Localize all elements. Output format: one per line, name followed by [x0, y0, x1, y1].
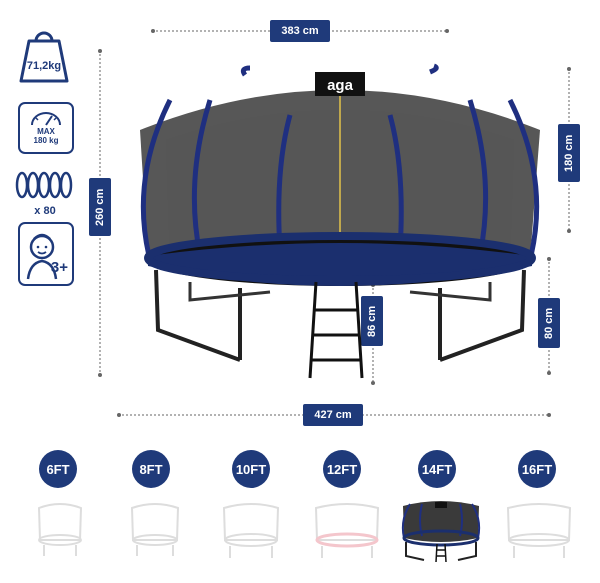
- trampoline-illustration: aga: [140, 63, 540, 379]
- total-height-badge: 260 cm: [89, 178, 111, 236]
- thumb-8ft[interactable]: [130, 500, 180, 560]
- size-12ft[interactable]: 12FT: [323, 450, 361, 488]
- thumb-16ft[interactable]: [506, 500, 572, 562]
- size-8ft[interactable]: 8FT: [132, 450, 170, 488]
- age-value: 3+: [50, 259, 68, 276]
- max-load-label: MAX: [37, 127, 55, 136]
- scale-icon: [31, 112, 61, 126]
- child-icon: [26, 233, 58, 280]
- springs-spec: x 80: [14, 170, 76, 218]
- size-10ft[interactable]: 10FT: [232, 450, 270, 488]
- weight-icon: [19, 31, 69, 83]
- net-height-badge: 180 cm: [558, 124, 580, 182]
- net-height-dimension-line: [567, 67, 571, 233]
- thumb-10ft[interactable]: [222, 500, 280, 562]
- thumb-12ft[interactable]: [314, 500, 380, 562]
- thumb-6ft[interactable]: [36, 500, 84, 560]
- max-load-value: 180 kg: [33, 136, 59, 145]
- bottom-width-badge: 427 cm: [303, 404, 363, 426]
- weight-value: 71,2kg: [26, 60, 62, 72]
- size-6ft[interactable]: 6FT: [39, 450, 77, 488]
- size-14ft[interactable]: 14FT: [418, 450, 456, 488]
- weight-spec: 71,2kg: [18, 26, 70, 84]
- max-load-spec: MAX 180 kg: [18, 102, 74, 154]
- brand-logo: aga: [327, 77, 354, 94]
- age-spec: 3+: [18, 222, 74, 286]
- thumb-14ft[interactable]: [400, 498, 482, 564]
- spring-icon: [15, 171, 73, 199]
- size-16ft[interactable]: 16FT: [518, 450, 556, 488]
- top-width-badge: 383 cm: [270, 20, 330, 42]
- total-height-dimension-line: [98, 49, 102, 377]
- springs-count: x 80: [34, 205, 56, 217]
